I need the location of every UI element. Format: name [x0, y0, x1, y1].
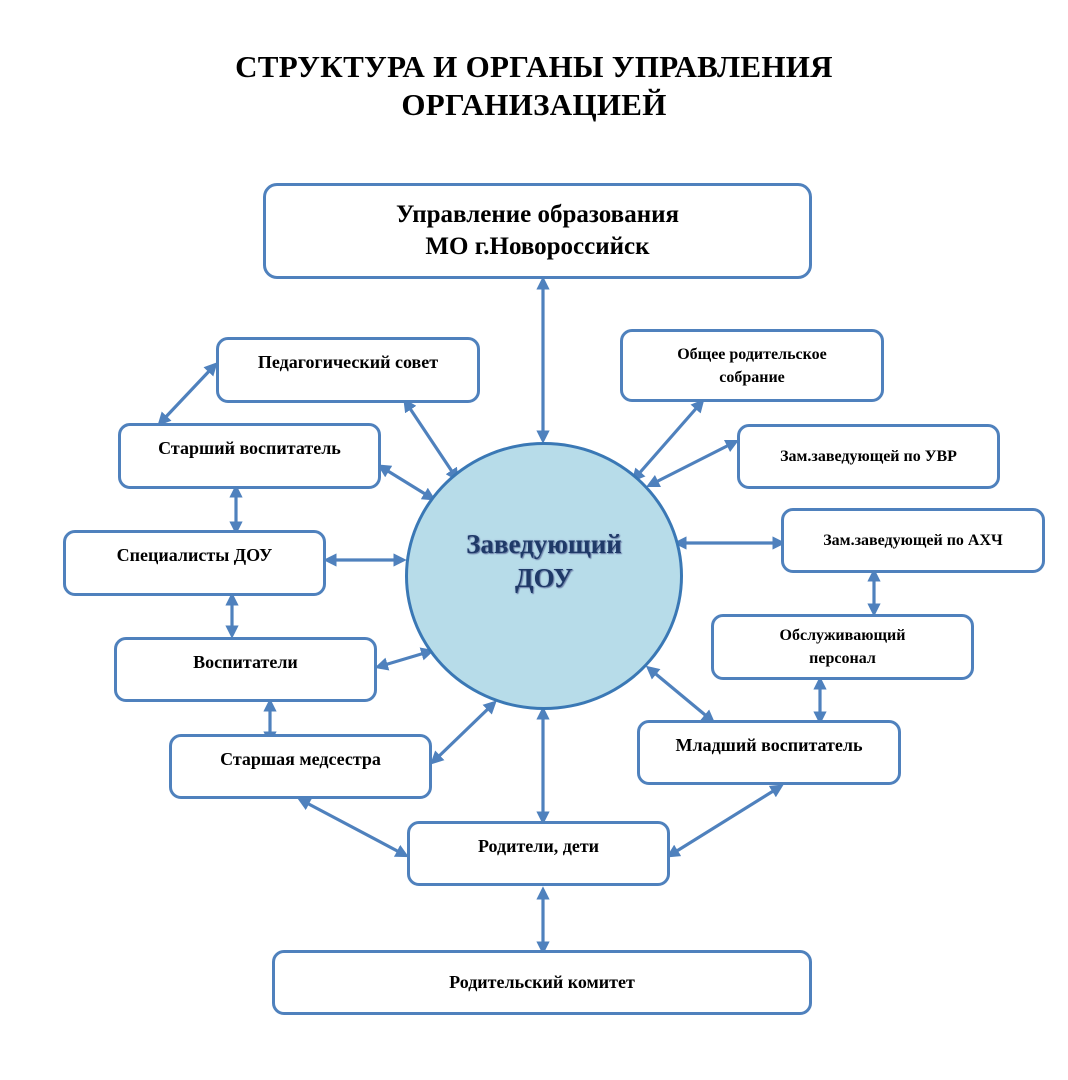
- parents-children-label: Родители, дети: [477, 836, 600, 856]
- node-head-of-dou: Заведующий ДОУ: [405, 442, 683, 710]
- arrow-junior-head: [645, 665, 716, 724]
- arrow-nurse-parents: [297, 797, 409, 858]
- head-line-2: ДОУ: [515, 563, 573, 593]
- node-deputy-ahch: Зам.заведующей по АХЧ: [781, 508, 1045, 573]
- node-dou-specialists: Специалисты ДОУ: [63, 530, 326, 596]
- service-staff-line-2: персонал: [809, 650, 876, 667]
- education-dept-line-1: Управление образования: [395, 201, 680, 228]
- education-dept-line-2: МО г.Новороссийск: [425, 233, 650, 260]
- parent-committee-label: Родительский комитет: [449, 972, 635, 992]
- educators-label: Воспитатели: [193, 652, 298, 672]
- deputy-uvr-label: Зам.заведующей по УВР: [780, 447, 957, 465]
- arrow-pedcouncil-senior: [157, 362, 218, 426]
- node-general-parent-meeting: Общее родительское собрание: [620, 329, 884, 402]
- node-parent-committee: Родительский комитет: [272, 950, 812, 1015]
- arrow-pedcouncil-head: [403, 398, 459, 482]
- parent-meeting-line-1: Общее родительское: [677, 345, 827, 363]
- node-junior-educator: Младший воспитатель: [637, 720, 901, 785]
- service-staff-line-1: Обслуживающий: [779, 627, 906, 644]
- arrow-nurse-head: [430, 700, 497, 765]
- node-parents-children: Родители, дети: [407, 821, 670, 886]
- node-education-department: Управление образования МО г.Новороссийск: [263, 183, 812, 279]
- node-service-staff: Обслуживающий персонал: [711, 614, 974, 680]
- diagram-title: СТРУКТУРА И ОРГАНЫ УПРАВЛЕНИЯ ОРГАНИЗАЦИ…: [0, 48, 1068, 124]
- arrow-educators-head: [374, 647, 435, 671]
- dou-specialists-label: Специалисты ДОУ: [116, 545, 273, 565]
- head-line-1: Заведующий: [466, 529, 622, 559]
- title-line-2: ОРГАНИЗАЦИЕЙ: [401, 87, 667, 122]
- node-educators: Воспитатели: [114, 637, 377, 702]
- head-nurse-label: Старшая медсестра: [220, 749, 381, 769]
- pedagogical-council-label: Педагогический совет: [257, 352, 439, 372]
- senior-educator-label: Старший воспитатель: [158, 438, 341, 458]
- arrow-junior-parents: [666, 784, 784, 858]
- deputy-ahch-label: Зам.заведующей по АХЧ: [823, 531, 1003, 549]
- node-pedagogical-council: Педагогический совет: [216, 337, 480, 403]
- node-deputy-uvr: Зам.заведующей по УВР: [737, 424, 1000, 489]
- title-line-1: СТРУКТУРА И ОРГАНЫ УПРАВЛЕНИЯ: [235, 49, 833, 84]
- parent-meeting-line-2: собрание: [719, 368, 785, 386]
- node-head-nurse: Старшая медсестра: [169, 734, 432, 799]
- node-senior-educator: Старший воспитатель: [118, 423, 381, 489]
- junior-educator-label: Младший воспитатель: [675, 735, 863, 755]
- arrow-uvr-head: [646, 439, 739, 488]
- arrow-senior-head: [377, 464, 436, 501]
